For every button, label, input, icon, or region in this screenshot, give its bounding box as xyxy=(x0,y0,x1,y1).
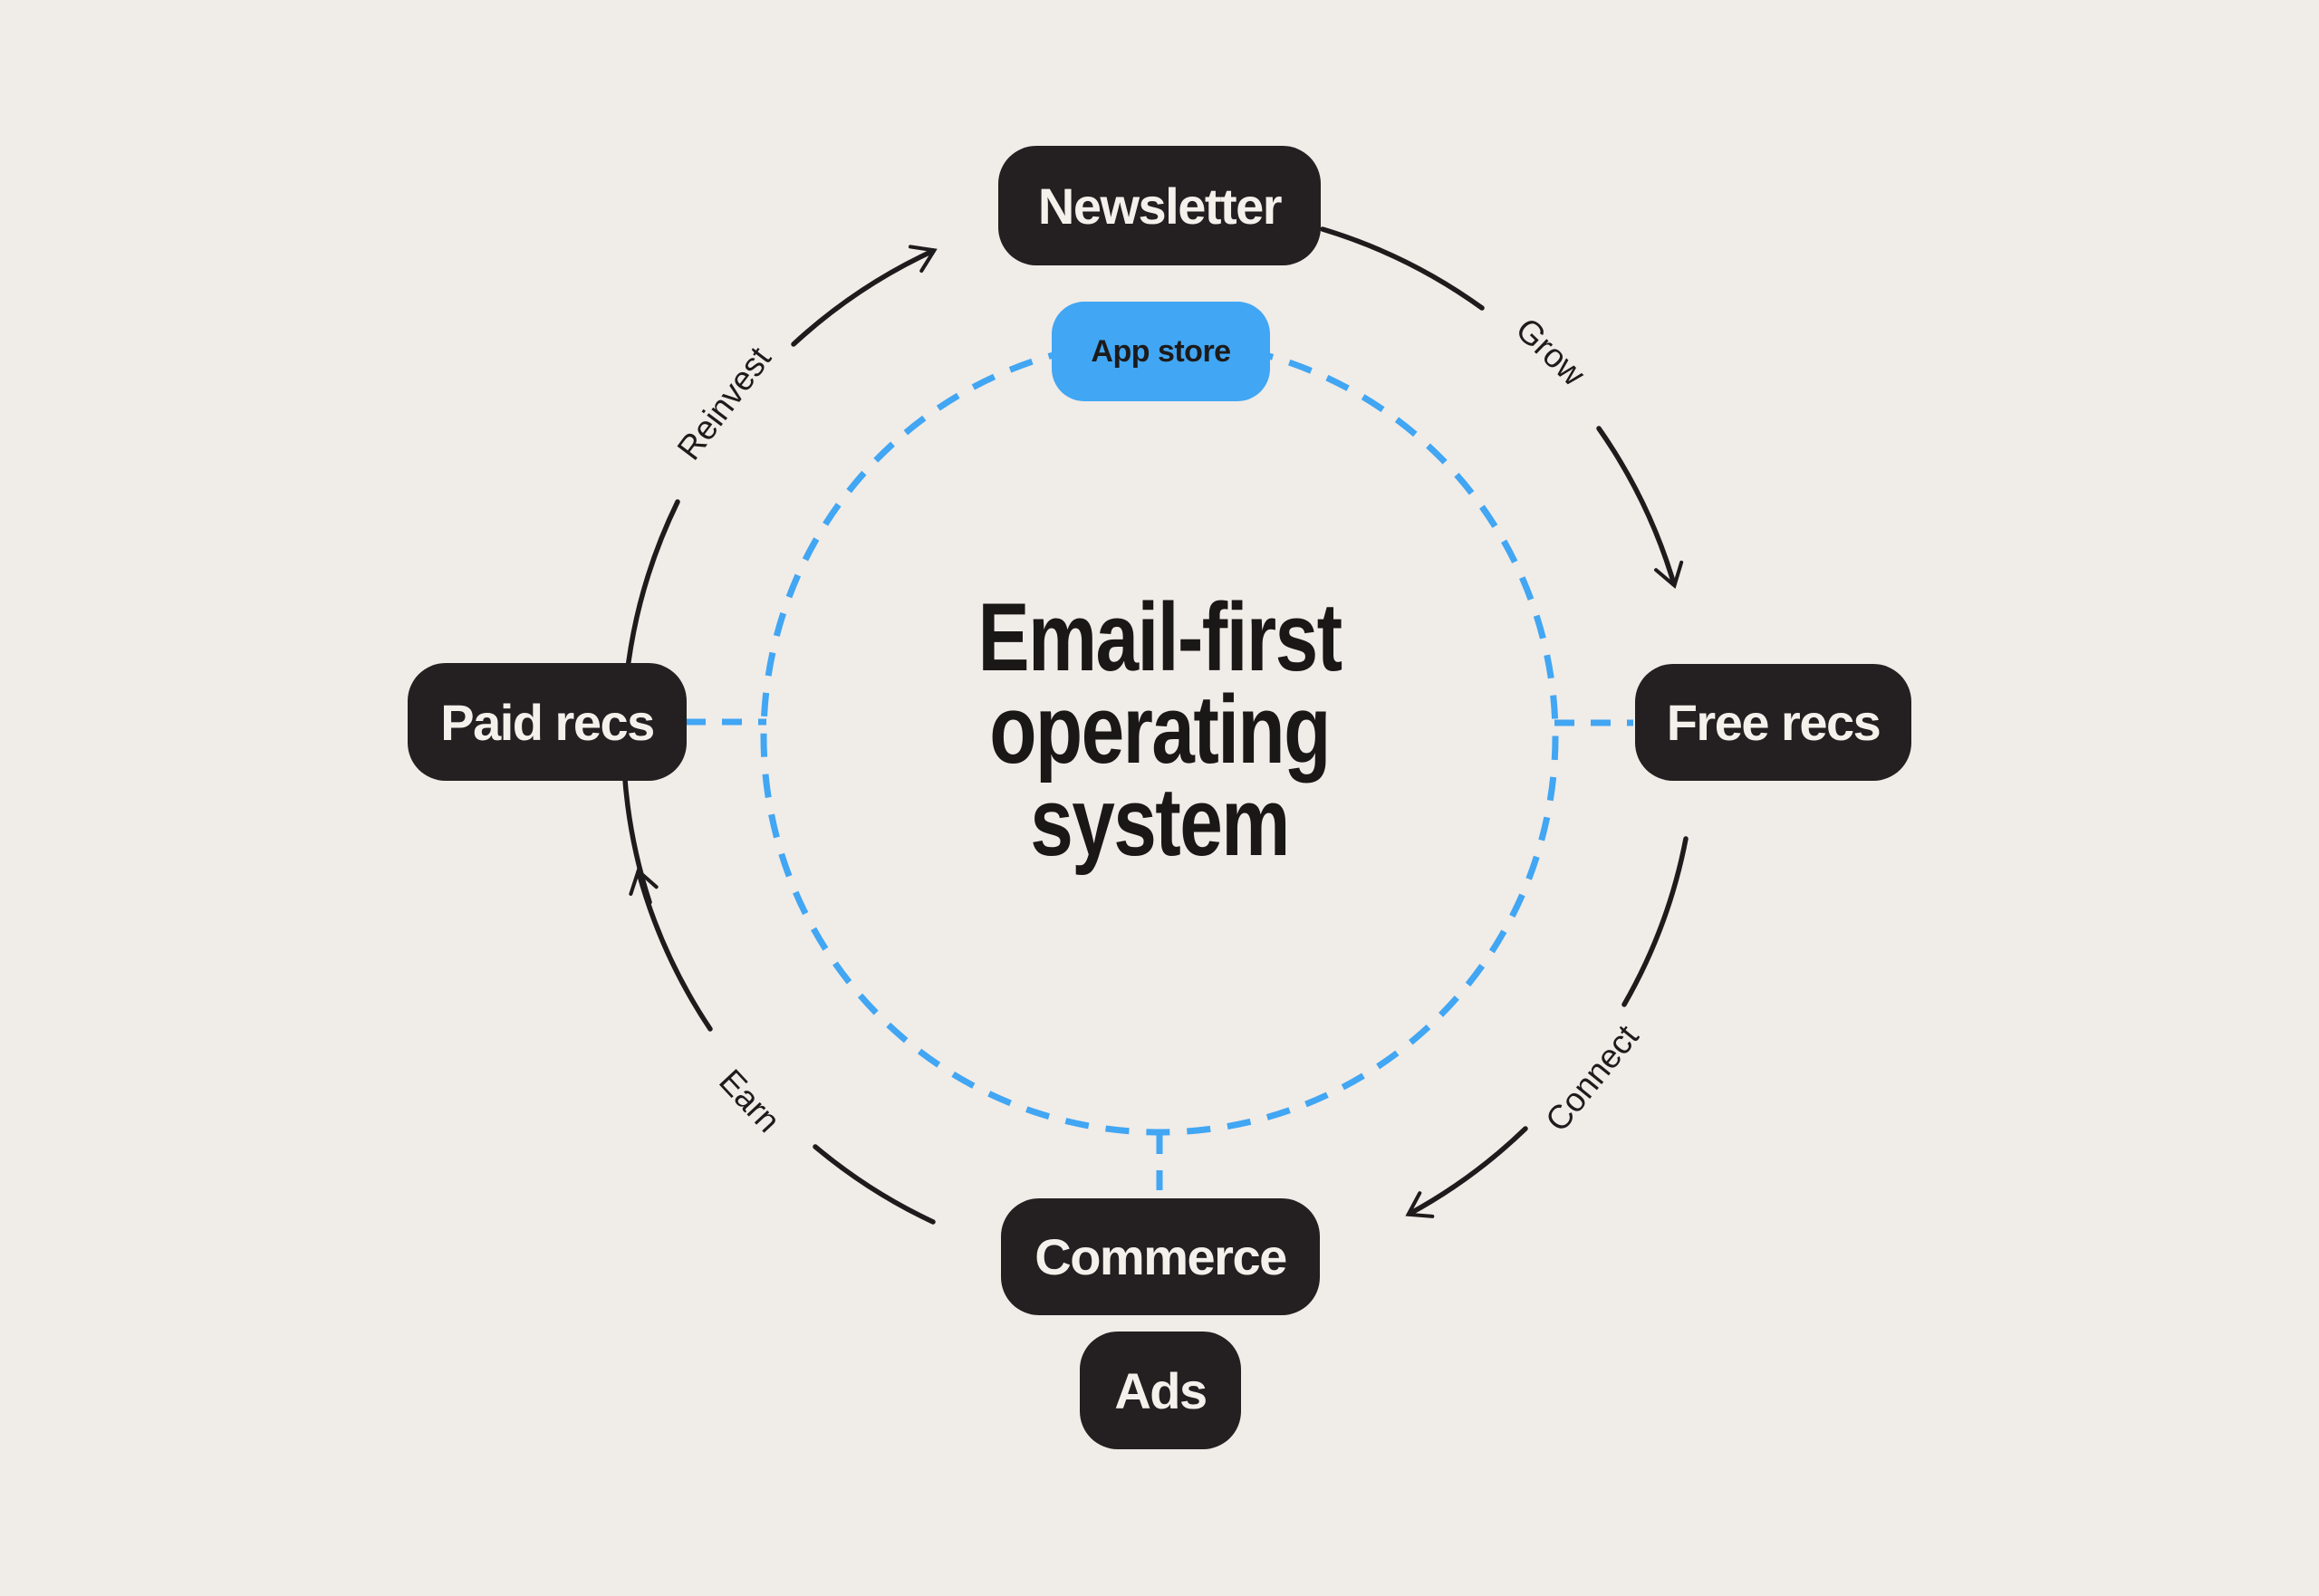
dashed-circle xyxy=(760,337,1559,1136)
arrow-grow-segment xyxy=(1320,226,1485,311)
node-free-recs: Free recs xyxy=(1635,664,1911,781)
node-paid-recs: Paid recs xyxy=(408,663,687,781)
node-ads: Ads xyxy=(1080,1332,1241,1449)
node-commerce: Commerce xyxy=(1001,1198,1320,1315)
edge-label-connect: Connect xyxy=(1538,1017,1646,1138)
arrow-connect-head xyxy=(1405,1126,1528,1218)
arrow-earn-segment xyxy=(813,1144,936,1225)
edge-label-earn: Earn xyxy=(712,1062,787,1139)
edge-label-reinvest: Reinvest xyxy=(670,340,779,466)
arrow-earn-head xyxy=(629,867,713,1032)
arrow-connect-segment xyxy=(1621,836,1689,1007)
center-title-line2: operating xyxy=(989,675,1331,784)
node-newsletter: Newsletter xyxy=(998,146,1321,265)
center-title-line3: system xyxy=(1030,767,1290,876)
center-title-line1: Email-first xyxy=(977,582,1343,691)
arrow-reinvest-head xyxy=(791,245,938,347)
arrow-grow-head xyxy=(1596,426,1684,590)
center-title: Email-first operating system xyxy=(232,582,2087,876)
edge-label-grow: Grow xyxy=(1509,311,1593,393)
node-app-store: App store xyxy=(1052,302,1270,401)
